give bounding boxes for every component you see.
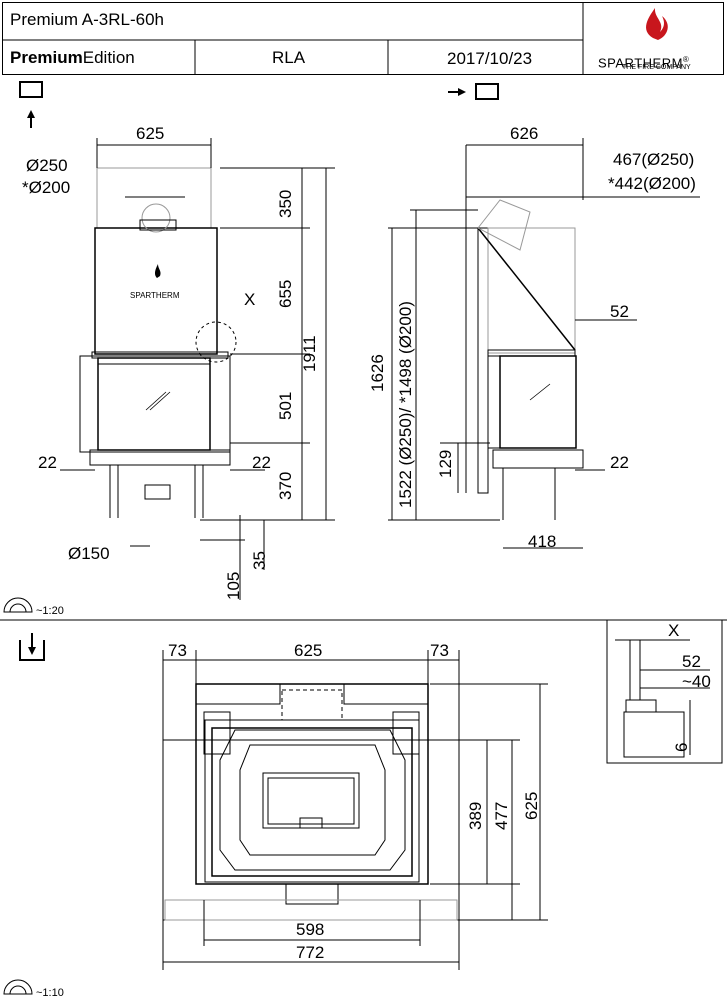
detail-x xyxy=(606,619,723,764)
front-width-label: 625 xyxy=(136,124,165,143)
edition-rest: Edition xyxy=(82,48,135,67)
plan-left-73-label: 73 xyxy=(168,641,187,660)
front-h-body-label: 655 xyxy=(276,279,295,308)
front-flue-main-label: Ø250 xyxy=(26,156,68,175)
brand-name: SPARTHERM® xyxy=(598,50,689,73)
front-view xyxy=(79,167,237,518)
front-h-glass-label: 501 xyxy=(276,391,295,420)
side-gap-52-label: 52 xyxy=(610,302,629,321)
model-name: Premium A-3RL-60h xyxy=(10,10,165,29)
front-flue-alt-label: *Ø200 xyxy=(22,178,71,197)
side-offset-main-label: 467(Ø250) xyxy=(613,150,695,169)
variant-label: RLA xyxy=(272,48,306,67)
brand-text: SPARTHERM xyxy=(598,55,683,71)
side-h-flue-label: 1522 (Ø250)/ *1498 (Ø200) xyxy=(396,301,415,508)
plan-d-625-label: 625 xyxy=(522,791,541,820)
front-h-base-label: 370 xyxy=(276,471,295,500)
date-label: 2017/10/23 xyxy=(447,49,533,68)
plan-dimensions xyxy=(162,650,548,970)
plan-w-598-label: 598 xyxy=(296,920,325,939)
front-view-marker-icon xyxy=(19,81,43,98)
plan-width-label: 625 xyxy=(294,641,323,660)
side-base-depth-label: 418 xyxy=(528,532,557,551)
front-dimensions xyxy=(60,138,335,600)
detail-40-label: ~40 xyxy=(682,672,711,691)
title-block xyxy=(2,2,724,75)
front-side-left-label: 22 xyxy=(38,453,57,472)
front-side-right-label: 22 xyxy=(252,453,271,472)
detail-52-label: 52 xyxy=(682,652,701,671)
plan-w-772-label: 772 xyxy=(296,943,325,962)
brand-reg: ® xyxy=(682,55,690,64)
edition-label: PremiumEdition xyxy=(10,48,135,68)
side-h-129-label: 129 xyxy=(436,449,455,478)
plan-d-389-label: 389 xyxy=(466,801,485,830)
scale-top-icon xyxy=(3,597,33,613)
scale-top-label: ~1:20 xyxy=(36,605,64,617)
side-dimensions xyxy=(388,138,700,549)
edition-bold: Premium xyxy=(10,48,83,67)
detail-ref-label: X xyxy=(244,290,256,309)
front-foot-105-label: 105 xyxy=(224,571,243,600)
front-plate-flame-icon xyxy=(155,264,161,278)
front-h-total-label: 1911 xyxy=(300,335,319,372)
front-h-top-label: 350 xyxy=(276,189,295,218)
side-gap-22-label: 22 xyxy=(610,453,629,472)
title-block-grid xyxy=(2,2,584,75)
plan-d-477-label: 477 xyxy=(492,801,511,830)
scale-bottom-icon xyxy=(3,979,33,995)
side-view xyxy=(465,145,584,520)
detail-6-label: 6 xyxy=(672,742,691,752)
plan-view-marker-icon xyxy=(19,633,45,661)
spartherm-flame-icon xyxy=(646,8,668,40)
front-foot-35-label: 35 xyxy=(250,551,269,570)
side-depth-label: 626 xyxy=(510,124,539,143)
front-plate-logo: SPARTHERM xyxy=(130,291,180,300)
side-offset-alt-label: *442(Ø200) xyxy=(608,174,696,193)
brand-tagline: THE FIRE COMPANY xyxy=(622,64,691,71)
side-view-marker-icon xyxy=(475,83,499,100)
plan-right-73-label: 73 xyxy=(430,641,449,660)
side-h-total-label: 1626 xyxy=(368,354,387,392)
front-inlet-label: Ø150 xyxy=(68,544,110,563)
plan-view xyxy=(162,683,460,921)
detail-title: X xyxy=(668,621,680,640)
scale-bottom-label: ~1:10 xyxy=(36,987,64,999)
